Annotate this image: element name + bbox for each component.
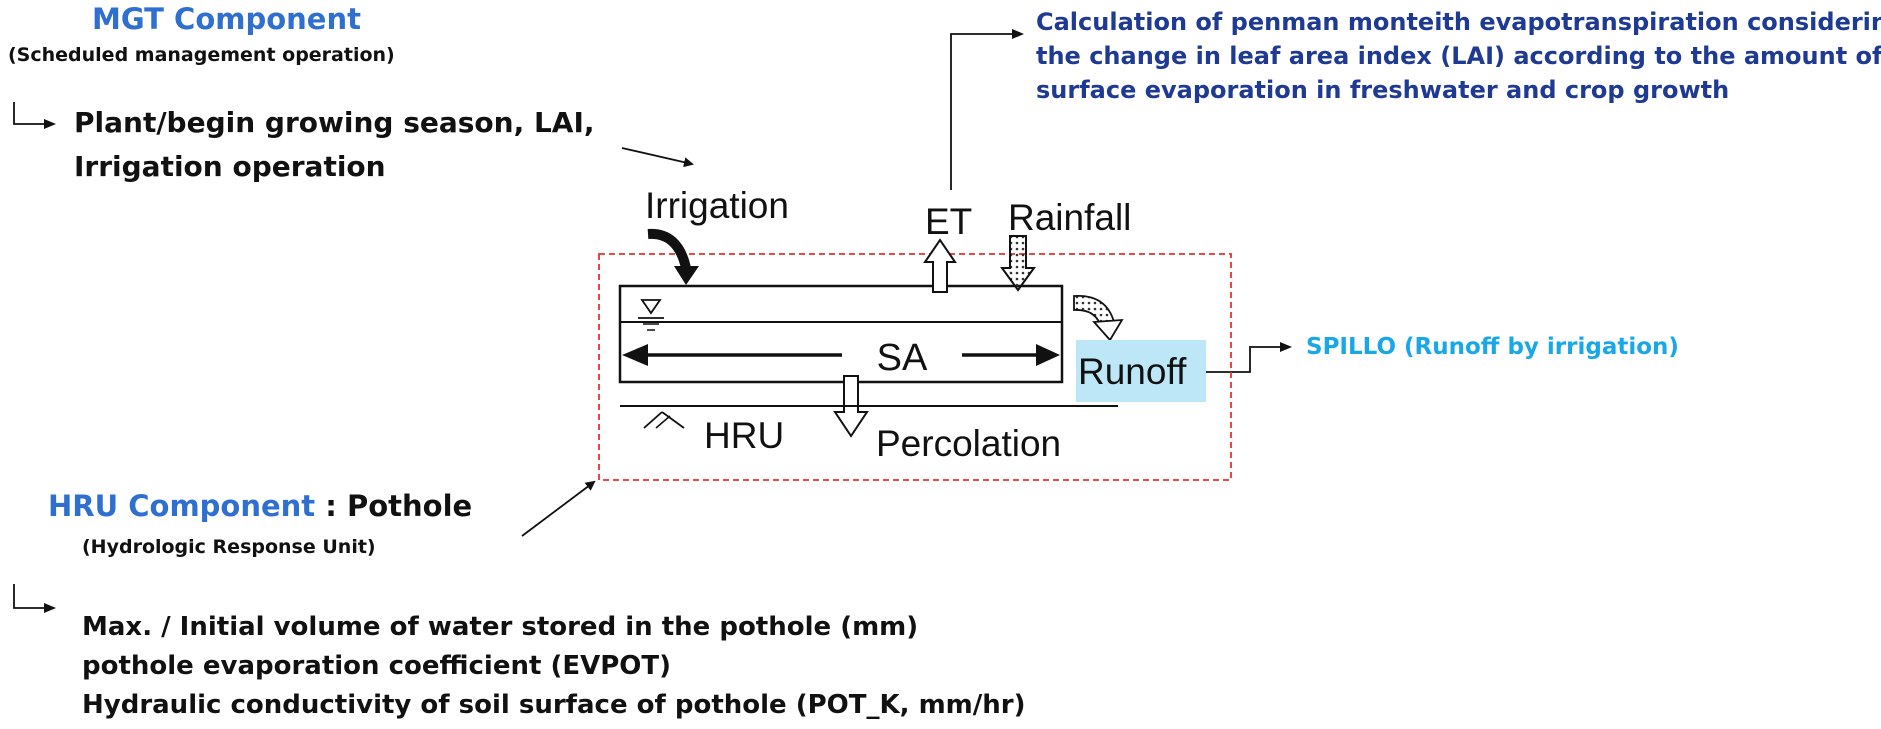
water-level-icon [638, 299, 664, 331]
hru-elbow-arrow [13, 584, 56, 613]
et-label: ET [925, 201, 972, 242]
mgt-title: MGT Component [92, 2, 361, 36]
hru-dashed-boundary [598, 253, 1232, 481]
sa-width-arrow [622, 344, 1060, 366]
hru-figure-label: HRU [704, 415, 784, 456]
rainfall-label: Rainfall [1008, 197, 1131, 238]
hru-pointer-arrow [521, 480, 596, 537]
et-note-line-3: surface evaporation in freshwater and cr… [1036, 76, 1730, 104]
mgt-item-1: Plant/begin growing season, LAI, [74, 106, 595, 139]
hru-subtitle: (Hydrologic Response Unit) [82, 536, 376, 558]
sa-label: SA [877, 337, 928, 379]
hru-title: HRU Component [48, 489, 316, 523]
percolation-label: Percolation [876, 423, 1061, 464]
runoff-label: Runoff [1078, 351, 1187, 392]
irrigation-label: Irrigation [645, 185, 789, 226]
hru-item-1: Max. / Initial volume of water stored in… [82, 612, 919, 642]
hru-separator: : [315, 489, 347, 523]
pothole-box [618, 284, 1064, 384]
ground-icon [643, 411, 685, 429]
hru-pothole: Pothole [346, 489, 473, 523]
runoff-connector [1206, 346, 1280, 373]
et-up-arrow-icon [923, 238, 957, 293]
runoff-connector-head [1280, 342, 1292, 352]
hru-heading: HRU Component : Pothole [48, 489, 472, 523]
et-note-line-1: Calculation of penman monteith evapotran… [1036, 8, 1881, 36]
et-note-line-2: the change in leaf area index (LAI) acco… [1036, 42, 1881, 70]
spillo-label: SPILLO (Runoff by irrigation) [1306, 334, 1679, 360]
mgt-elbow-arrow [13, 102, 56, 129]
runoff-highlight [1076, 340, 1206, 402]
rainfall-down-arrow-icon [1000, 235, 1036, 292]
et-connector [950, 33, 1012, 190]
mgt-item-2: Irrigation operation [74, 150, 386, 183]
mgt-pointer-arrow [621, 147, 694, 168]
et-connector-head [1012, 29, 1024, 39]
hru-item-3: Hydraulic conductivity of soil surface o… [82, 690, 1026, 720]
hru-item-2: pothole evaporation coefficient (EVPOT) [82, 651, 671, 681]
runoff-curved-arrow-icon [1073, 295, 1124, 342]
irrigation-arrow-icon [647, 228, 699, 285]
mgt-subtitle: (Scheduled management operation) [8, 44, 395, 66]
